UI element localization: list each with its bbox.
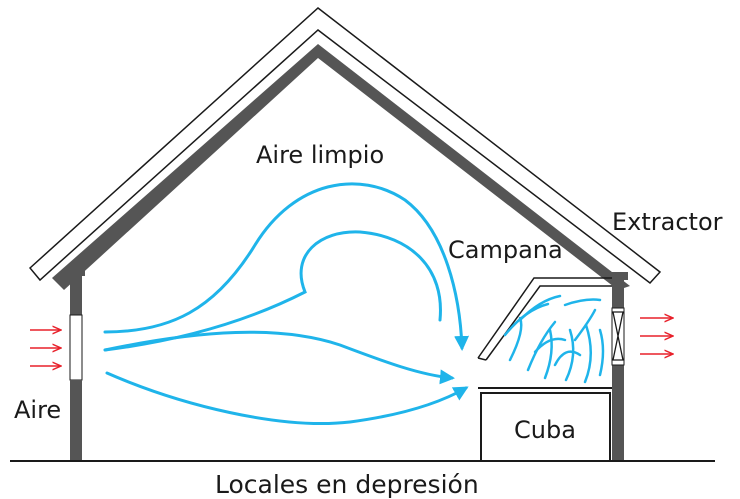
hood bbox=[477, 277, 612, 361]
fumes bbox=[503, 294, 605, 384]
airflow-line-middle bbox=[103, 330, 455, 385]
caption: Locales en depresión bbox=[215, 470, 479, 499]
tank bbox=[480, 392, 611, 462]
inlet-arrows-icon bbox=[30, 330, 60, 366]
clean-air-label: Aire limpio bbox=[256, 141, 384, 169]
extractor-label: Extractor bbox=[612, 208, 723, 236]
airflow-line-lower bbox=[105, 371, 469, 426]
tank-label: Cuba bbox=[514, 416, 576, 444]
airflow-line-loop-outer bbox=[103, 182, 470, 351]
outlet-arrows-icon bbox=[640, 318, 672, 354]
extractor-fan-icon bbox=[611, 307, 625, 366]
left-wall bbox=[67, 268, 85, 460]
airflow-line-loop-inner bbox=[103, 230, 442, 352]
roof bbox=[28, 7, 662, 290]
air-label: Aire bbox=[14, 396, 61, 424]
hood-label: Campana bbox=[448, 236, 563, 264]
clean-air-flow bbox=[103, 182, 470, 426]
right-wall bbox=[608, 272, 628, 460]
